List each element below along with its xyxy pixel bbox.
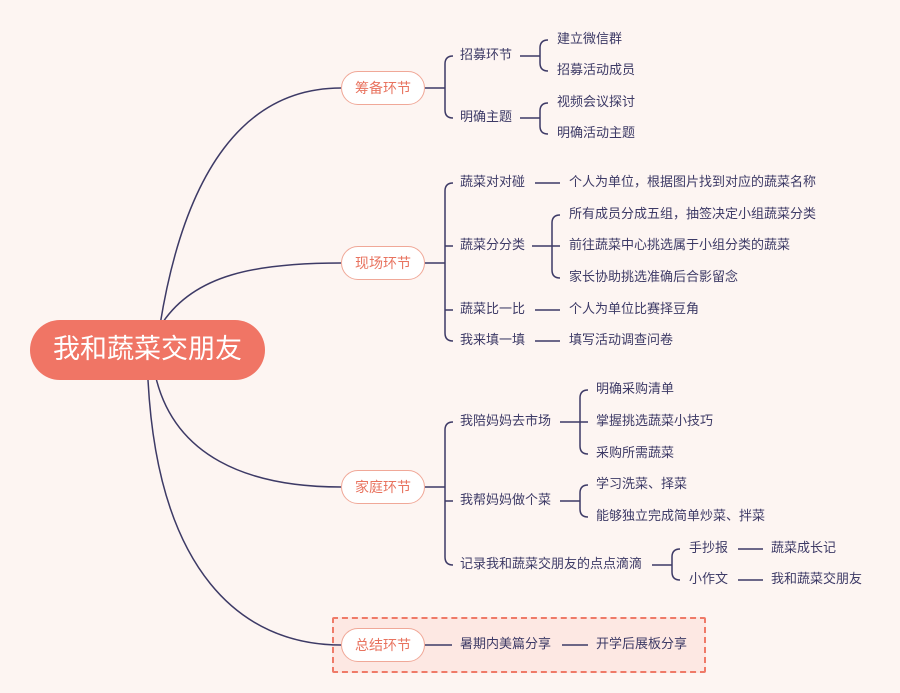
node-leaf[interactable]: 视频会议探讨 (557, 95, 636, 110)
node-prep[interactable]: 筹备环节 (341, 71, 425, 105)
brace-connector (425, 55, 454, 119)
node-leaf[interactable]: 能够独立完成简单炒菜、拌菜 (596, 509, 766, 524)
node-classify[interactable]: 蔬菜分分类 (460, 238, 526, 253)
node-leaf[interactable]: 填写活动调查问卷 (569, 333, 674, 348)
node-fill[interactable]: 我来填一填 (460, 333, 526, 348)
node-leaf[interactable]: 我和蔬菜交朋友 (771, 572, 863, 587)
node-leaf[interactable]: 个人为单位，根据图片找到对应的蔬菜名称 (569, 175, 817, 190)
root-curve (162, 262, 342, 323)
node-cook[interactable]: 我帮妈妈做个菜 (460, 493, 552, 508)
node-leaf[interactable]: 所有成员分成五组，抽签决定小组蔬菜分类 (569, 207, 817, 222)
node-onsite[interactable]: 现场环节 (341, 246, 425, 280)
brace-connector (425, 421, 454, 566)
node-leaf[interactable]: 个人为单位比赛择豆角 (569, 302, 700, 317)
brace-connector (520, 39, 549, 72)
node-leaf[interactable]: 掌握挑选蔬菜小技巧 (596, 414, 714, 429)
node-leaf[interactable]: 学习洗菜、择菜 (596, 477, 688, 492)
node-essay[interactable]: 小作文 (689, 572, 729, 587)
node-handwritten-paper[interactable]: 手抄报 (689, 541, 729, 556)
node-leaf[interactable]: 前往蔬菜中心挑选属于小组分类的蔬菜 (569, 238, 791, 253)
root-curve (147, 379, 342, 646)
node-home[interactable]: 家庭环节 (341, 470, 425, 504)
node-leaf[interactable]: 建立微信群 (557, 32, 623, 47)
node-leaf[interactable]: 明确采购清单 (596, 382, 675, 397)
node-theme[interactable]: 明确主题 (460, 110, 513, 125)
node-record[interactable]: 记录我和蔬菜交朋友的点点滴滴 (460, 557, 643, 572)
root-curve (159, 87, 342, 326)
node-recruit[interactable]: 招募环节 (460, 48, 513, 63)
node-compete[interactable]: 蔬菜比一比 (460, 302, 526, 317)
node-leaf[interactable]: 家长协助挑选准确后合影留念 (569, 270, 739, 285)
node-leaf[interactable]: 采购所需蔬菜 (596, 446, 675, 461)
node-share-online[interactable]: 暑期内美篇分享 (460, 637, 552, 652)
node-match[interactable]: 蔬菜对对碰 (460, 175, 526, 190)
root-node[interactable]: 我和蔬菜交朋友 (30, 320, 265, 380)
root-curve (155, 377, 342, 488)
brace-connector (425, 182, 454, 342)
brace-connector (560, 484, 589, 518)
brace-connector (532, 214, 561, 279)
node-leaf[interactable]: 明确活动主题 (557, 126, 636, 141)
node-leaf[interactable]: 蔬菜成长记 (771, 541, 837, 556)
brace-connector (560, 389, 589, 455)
node-market[interactable]: 我陪妈妈去市场 (460, 414, 552, 429)
node-leaf[interactable]: 招募活动成员 (557, 63, 636, 78)
node-share-board[interactable]: 开学后展板分享 (596, 637, 688, 652)
node-summary[interactable]: 总结环节 (341, 628, 425, 662)
brace-connector (520, 102, 549, 135)
brace-connector (652, 548, 681, 581)
